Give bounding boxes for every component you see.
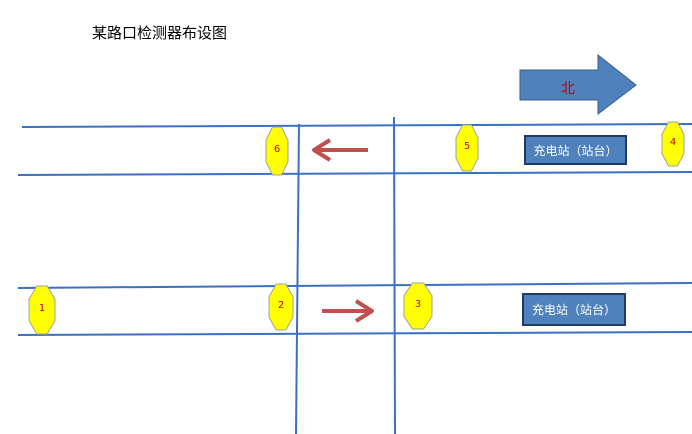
detector-2-label: 2 xyxy=(277,300,285,311)
diagram-title: 某路口检测器布设图 xyxy=(92,24,228,42)
detector-6-label: 6 xyxy=(273,144,281,155)
detector-5-shape xyxy=(455,124,479,172)
detector-6-shape xyxy=(265,126,289,176)
lower-road-bottom-line xyxy=(17,331,692,336)
detector-1-label: 1 xyxy=(38,303,46,314)
westbound-arrow-icon xyxy=(312,138,368,162)
detector-4-label: 4 xyxy=(669,137,677,148)
detector-5-label: 5 xyxy=(463,141,471,152)
detector-3-shape xyxy=(403,282,433,330)
charging-station-lower: 充电站（站台） xyxy=(522,293,626,326)
cross-road-left-line xyxy=(295,123,300,434)
cross-road-right-line xyxy=(393,116,396,434)
upper-road-top-line xyxy=(21,123,692,128)
detector-1-shape xyxy=(28,285,56,335)
detector-2-shape xyxy=(268,283,294,331)
detector-4-shape xyxy=(661,121,685,167)
north-arrow-icon xyxy=(519,53,637,116)
detector-3-label: 3 xyxy=(414,299,422,310)
lower-road-top-line xyxy=(17,282,692,289)
eastbound-arrow-icon xyxy=(322,299,374,323)
north-label: 北 xyxy=(561,81,575,97)
upper-road-bottom-line xyxy=(17,171,692,176)
charging-station-upper: 充电站（站台） xyxy=(524,135,627,165)
